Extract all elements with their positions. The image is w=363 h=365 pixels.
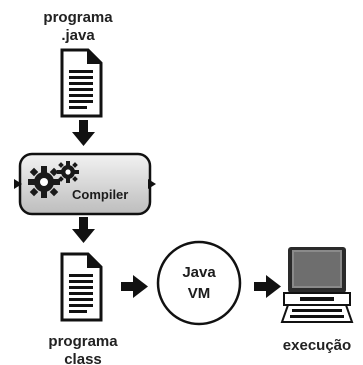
output-label: execução <box>282 337 352 354</box>
computer-icon <box>280 247 354 323</box>
arrow-right-icon <box>254 275 281 298</box>
gear-small-icon <box>57 161 79 183</box>
compiler-box <box>14 152 156 216</box>
arrow-down-icon <box>72 120 95 146</box>
jvm-label-line2: VM <box>187 285 211 302</box>
bytecode-file-label: programa class <box>28 333 138 365</box>
arrow-down-icon <box>72 217 95 243</box>
gear-icon <box>28 166 60 198</box>
bytecode-file-icon <box>60 252 103 322</box>
jvm-label-line1: Java <box>182 264 216 281</box>
jvm-label: Java VM <box>166 262 232 304</box>
bytecode-file-label-line2: class <box>64 351 102 365</box>
bytecode-file-label-line1: programa <box>48 333 118 350</box>
arrow-right-icon <box>121 275 148 298</box>
source-file-label-line1: programa <box>43 9 113 26</box>
source-file-icon <box>60 48 103 118</box>
source-file-label: programa .java <box>18 9 138 45</box>
source-file-label-line2: .java <box>61 27 95 44</box>
jvm-circle <box>156 240 242 326</box>
compiler-label: Compiler <box>72 187 129 202</box>
